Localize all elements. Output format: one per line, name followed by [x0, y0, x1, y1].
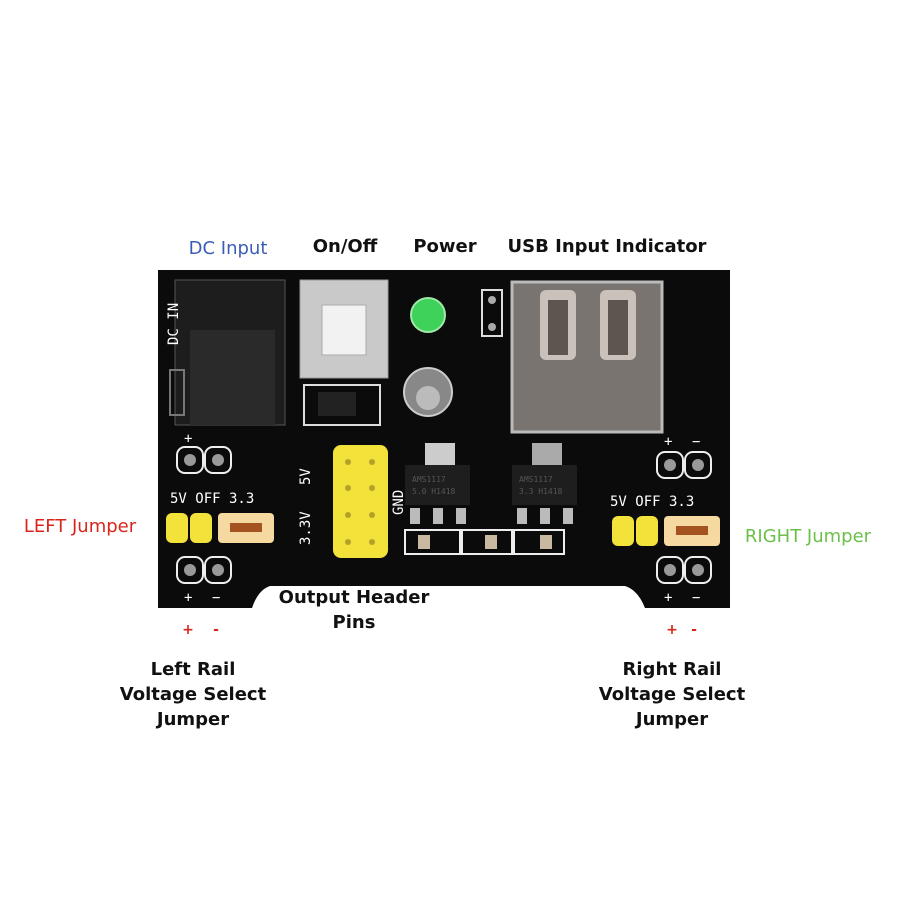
rail-pads: [176, 446, 712, 584]
label-right-minus: -: [691, 622, 697, 638]
label-output-header-line2: Pins: [332, 612, 376, 633]
label-left-jumper: LEFT Jumper: [23, 516, 137, 537]
right-rail-line3: Jumper: [635, 709, 709, 730]
silk-plus: +: [664, 434, 672, 450]
label-left-minus: -: [213, 622, 219, 638]
right-rail-line1: Right Rail: [622, 659, 722, 680]
usb-port: [510, 280, 664, 434]
regulator-5v: AMS1117 5.0 H1418: [405, 443, 470, 524]
left-rail-line1: Left Rail: [150, 659, 236, 680]
silk-plus: +: [184, 590, 192, 606]
silk-minus: −: [692, 434, 700, 450]
left-rail-line3: Jumper: [156, 709, 230, 730]
right-jumper-pins: [612, 516, 720, 546]
smd-components: [404, 529, 565, 555]
right-rail-line2: Voltage Select: [598, 684, 746, 705]
left-jumper-pins: [166, 513, 274, 543]
left-select-silk: 5V OFF 3.3: [170, 491, 254, 507]
on-off-switch: [299, 279, 389, 426]
label-power: Power: [413, 236, 477, 257]
regulator-3v3: AMS1117 3.3 H1418: [512, 443, 577, 524]
reg2-marking: AMS1117: [519, 475, 553, 484]
label-on-off: On/Off: [312, 236, 378, 257]
silk-5v: 5V: [298, 468, 314, 485]
dc-jack: DC IN: [166, 279, 286, 426]
output-header-pins: [333, 445, 388, 558]
silk-gnd: GND: [391, 490, 407, 515]
label-right-jumper: RIGHT Jumper: [744, 526, 872, 547]
label-right-rail: Right Rail Voltage Select Jumper: [599, 657, 745, 732]
label-output-header-line1: Output Header: [278, 587, 430, 608]
right-select-silk: 5V OFF 3.3: [610, 494, 694, 510]
reg2-marking: 3.3 H1418: [519, 487, 563, 496]
silk-3v3: 3.3V: [298, 511, 314, 545]
reg1-marking: 5.0 H1418: [412, 487, 456, 496]
left-rail-line2: Voltage Select: [119, 684, 267, 705]
silk-minus: −: [692, 590, 700, 606]
label-left-plus: +: [182, 622, 194, 638]
power-led: [410, 297, 446, 333]
label-left-rail: Left Rail Voltage Select Jumper: [120, 657, 266, 732]
dc-in-silk: DC IN: [166, 303, 182, 345]
label-usb-input-indicator: USB Input Indicator: [507, 236, 707, 257]
reg1-marking: AMS1117: [412, 475, 446, 484]
silk-plus: +: [184, 431, 192, 447]
label-dc-input: DC Input: [188, 238, 268, 259]
usb-indicator-led: [481, 289, 503, 337]
silk-minus: −: [212, 590, 220, 606]
label-output-header: Output Header Pins: [279, 585, 430, 635]
silk-plus: +: [664, 590, 672, 606]
label-right-plus: +: [666, 622, 678, 638]
